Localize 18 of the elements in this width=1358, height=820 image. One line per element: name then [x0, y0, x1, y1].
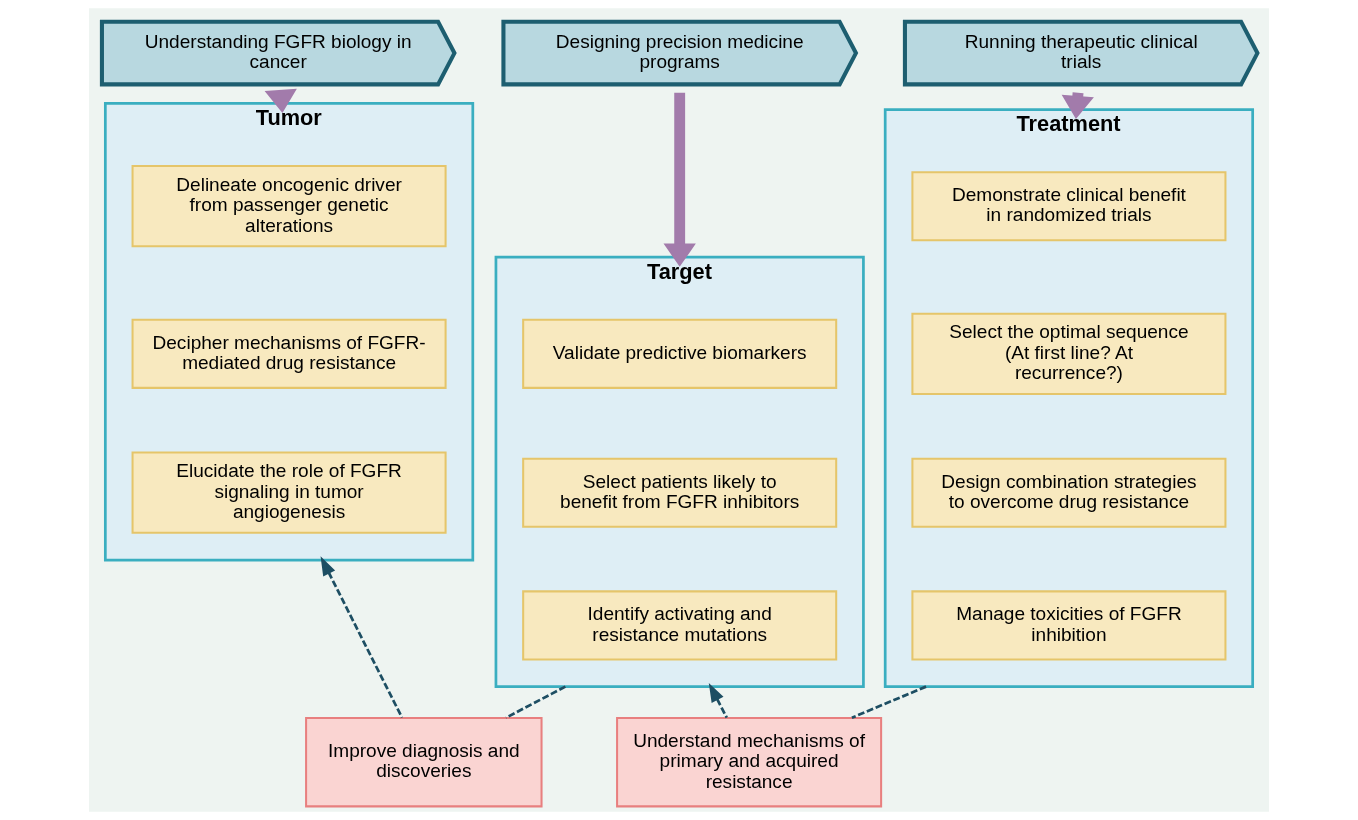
node-box: Identify activating and resistance mutations — [522, 590, 838, 661]
node-box: Improve diagnosis and discoveries — [305, 716, 543, 808]
arrow — [264, 88, 297, 113]
node-box: Design combination strategies to overcome drug resistance — [911, 457, 1227, 528]
node-box: Demonstrate clinical benefit in randomized trials — [911, 171, 1227, 242]
node-box: Decipher mechanisms of FGFR-mediated drug resistance — [131, 318, 447, 389]
arrow — [663, 92, 696, 267]
connector — [505, 685, 566, 719]
node-box: Select the optimal sequence (At first line? At recurrence?) — [911, 312, 1227, 396]
connector — [851, 685, 927, 719]
node-box: Manage toxicities of FGFR inhibition — [911, 590, 1227, 661]
node-box: Elucidate the role of FGFR signaling in tumor angiogenesis — [131, 451, 447, 534]
arrow — [708, 682, 728, 719]
node-box: Delineate oncogenic driver from passenger genetic alterations — [131, 165, 447, 248]
node-box: Understand mechanisms of primary and acquired resistance — [616, 716, 883, 808]
node-box: Validate predictive biomarkers — [522, 318, 838, 389]
arrow — [320, 556, 404, 719]
node-box: Select patients likely to benefit from FGFR inhibitors — [522, 457, 838, 528]
